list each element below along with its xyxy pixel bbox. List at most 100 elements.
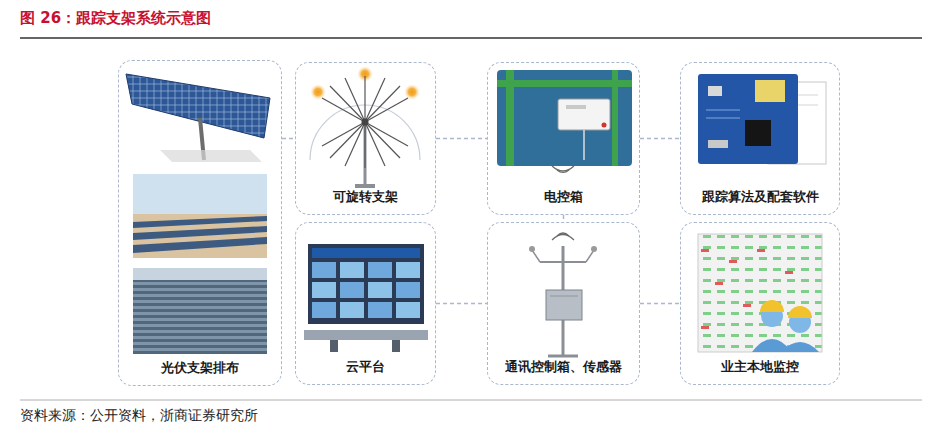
dashed-connector [640, 138, 680, 140]
monitor-wall-photo [312, 248, 420, 258]
large-array-photo [133, 268, 267, 280]
large-array-photo [133, 268, 267, 354]
monitor-wall-photo [312, 282, 336, 298]
circuit-board-figure [698, 74, 798, 164]
weather-mast-figure [540, 261, 586, 263]
control-box-photo [497, 70, 632, 166]
header-rule [20, 37, 922, 39]
weather-mast-figure [529, 246, 535, 252]
circuit-board-figure [708, 86, 722, 96]
wireless-signal [552, 166, 574, 171]
weather-mast-figure [529, 246, 597, 356]
circuit-board-figure [708, 140, 728, 148]
monitor-wall-photo [368, 262, 392, 278]
panel-box: 云平台 [295, 222, 436, 385]
rotating-bracket-figure [404, 84, 420, 100]
rotating-bracket-figure [310, 84, 326, 100]
panel-box: 可旋转支架 [295, 62, 436, 215]
local-monitor-figure [785, 271, 793, 274]
desert-array-photo [133, 174, 267, 214]
circuit-board-figure [745, 120, 771, 146]
monitor-wall-photo [312, 302, 336, 318]
monitor-wall-photo [308, 244, 424, 324]
monitor-wall-photo [330, 340, 338, 352]
weather-mast-figure [550, 296, 578, 297]
weather-mast-figure [591, 246, 597, 252]
local-monitor-figure [788, 306, 812, 318]
circuit-board-figure [706, 110, 740, 111]
wireless-signal [552, 235, 574, 241]
rotating-bracket-figure [330, 86, 400, 158]
desert-array-photo [133, 214, 267, 258]
monitor-wall-photo [312, 262, 336, 278]
panel-label: 电控箱 [541, 188, 586, 206]
panel-box: 通讯控制箱、传感器 [487, 222, 640, 385]
local-monitor-figure [729, 260, 737, 263]
rotating-bracket-figure [322, 98, 408, 146]
panel-box: 电控箱 [487, 62, 640, 215]
control-box-photo [612, 70, 618, 166]
local-monitor-figure [698, 234, 822, 352]
dashed-connector [282, 138, 295, 140]
control-box-photo [506, 70, 514, 166]
control-box-photo [558, 99, 610, 130]
monitor-wall-photo [304, 330, 428, 340]
local-monitor-figure [701, 326, 709, 329]
local-monitor-figure [760, 300, 784, 312]
monitor-wall-photo [396, 262, 420, 278]
monitor-wall-photo [340, 262, 364, 278]
weather-mast-figure [586, 250, 594, 262]
large-array-photo [133, 268, 267, 354]
rotating-bracket-figure [345, 78, 385, 166]
dashed-connector [640, 303, 680, 305]
local-monitor-figure [701, 249, 709, 252]
monitor-wall-photo [340, 282, 364, 298]
dashed-connector [563, 215, 565, 222]
rotating-bracket-figure [362, 119, 369, 126]
tracker-array-photo [126, 74, 270, 162]
desert-array-photo [133, 174, 267, 258]
tracker-array-photo [126, 74, 270, 138]
control-box-photo [566, 105, 586, 109]
weather-mast-figure [532, 250, 540, 262]
desert-array-photo [133, 226, 267, 240]
monitor-wall-photo [340, 302, 364, 318]
dashed-connector [436, 303, 487, 305]
panel-label: 光伏支架排布 [158, 359, 242, 377]
weather-mast-figure [546, 290, 582, 320]
panel-label: 业主本地监控 [718, 358, 802, 376]
circuit-board-figure [706, 118, 740, 119]
monitor-wall-photo [368, 302, 392, 318]
control-box-photo [497, 70, 632, 166]
rotating-bracket-figure [310, 66, 420, 188]
monitor-wall-photo [392, 340, 400, 352]
panel-label: 通讯控制箱、传感器 [502, 358, 625, 376]
control-box-photo [602, 123, 607, 128]
panel-box: 业主本地监控 [680, 222, 840, 385]
panel-label: 可旋转支架 [330, 188, 401, 206]
local-monitor-figure [698, 234, 822, 352]
local-monitor-figure [757, 249, 765, 252]
monitor-wall-photo [396, 302, 420, 318]
monitor-wall-photo [304, 244, 428, 352]
tracker-array-photo [160, 150, 262, 162]
circuit-board-figure [698, 74, 826, 164]
monitor-wall-photo [396, 282, 420, 298]
source-note: 资料来源：公开资料，浙商证券研究所 [20, 407, 258, 425]
dashed-connector [436, 138, 487, 140]
local-monitor-figure [715, 282, 723, 285]
control-box-photo [497, 80, 632, 87]
circuit-board-figure [755, 80, 785, 102]
panel-box: 跟踪算法及配套软件 [680, 62, 840, 215]
footer-rule [20, 400, 922, 401]
figure-title: 图 26：跟踪支架系统示意图 [20, 9, 211, 28]
monitor-wall-photo [368, 282, 392, 298]
desert-array-photo [133, 237, 267, 253]
panel-label: 云平台 [343, 358, 388, 376]
control-box-photo [583, 130, 585, 160]
local-monitor-figure [781, 342, 819, 352]
panel-label: 跟踪算法及配套软件 [699, 188, 822, 206]
local-monitor-figure [743, 304, 751, 307]
desert-array-photo [133, 216, 267, 228]
